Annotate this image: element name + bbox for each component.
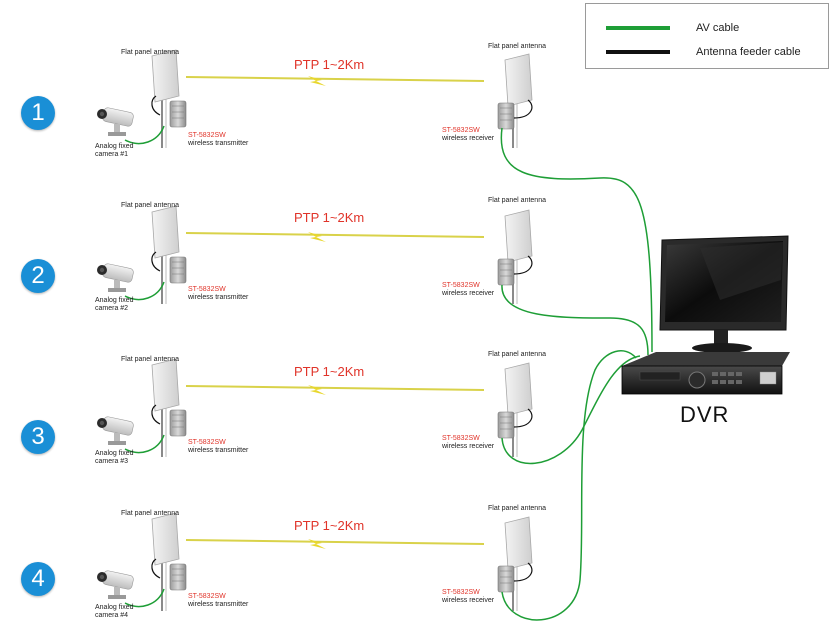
link-2-camera-av-cable [124, 281, 165, 301]
feeder-cable-swatch [606, 50, 670, 54]
link-1-rx-role: wireless receiver [442, 135, 495, 142]
receiver-4-av-cable [501, 350, 637, 621]
dvr-unit-icon [621, 352, 790, 395]
link-4-rx-antenna-label: Flat panel antenna [488, 505, 546, 512]
link-4-tx-antenna-label: Flat panel antenna [121, 510, 179, 517]
link-4-lightning-icon [308, 539, 326, 549]
link-3-drawing [96, 358, 533, 458]
link-4-transmitter-site [96, 512, 187, 612]
link-2-ptp-label: PTP 1~2Km [294, 210, 365, 225]
receiver-3-av-cable [501, 355, 641, 465]
link-2-transmitter-site [96, 205, 187, 305]
link-3-tx-role: wireless transmitter [188, 447, 249, 454]
link-2-number-badge: 2 [21, 259, 55, 293]
dvr-label: DVR [680, 402, 730, 427]
link-3-camera-label: Analog fixed camera #3 [95, 450, 134, 466]
link-2-rx-role: wireless receiver [442, 290, 495, 297]
link-3-wireless-beam [185, 385, 485, 391]
monitor-icon [659, 235, 789, 353]
receiver-1-av-cable [500, 127, 653, 353]
link-2-camera-label: Analog fixed camera #2 [95, 297, 134, 313]
link-3-tx-antenna-label: Flat panel antenna [121, 356, 179, 363]
link-1-tx-model: ST-5832SW [188, 132, 226, 139]
link-2-tx-role: wireless transmitter [188, 294, 249, 301]
link-1-tx-role: wireless transmitter [188, 140, 249, 147]
link-2-rx-model: ST-5832SW [442, 282, 480, 289]
link-2-tx-antenna-label: Flat panel antenna [121, 202, 179, 209]
link-1-lightning-icon [308, 76, 326, 86]
link-3-tx-model: ST-5832SW [188, 439, 226, 446]
link-2-tx-model: ST-5832SW [188, 286, 226, 293]
link-4-wireless-beam [185, 539, 485, 545]
link-2-rx-antenna-label: Flat panel antenna [488, 197, 546, 204]
link-4-camera-av-cable [124, 588, 165, 608]
link-1-tx-antenna-label: Flat panel antenna [121, 49, 179, 56]
link-4-camera-line1: Analog fixed [95, 604, 134, 611]
link-4-number-badge: 4 [21, 562, 55, 596]
link-3-rx-antenna-label: Flat panel antenna [488, 351, 546, 358]
link-3-lightning-icon [308, 385, 326, 395]
link-2-receiver-site [497, 209, 533, 305]
link-4-ptp-label: PTP 1~2Km [294, 518, 365, 533]
link-3-number-badge: 3 [21, 420, 55, 454]
av-cable-swatch [606, 26, 670, 30]
link-1-camera-av-cable [124, 125, 165, 145]
link-3-camera-av-cable [124, 434, 165, 454]
link-1-transmitter-site [96, 49, 187, 149]
receiver-2-av-cable [501, 284, 649, 356]
link-1-receiver-site [497, 53, 533, 149]
link-1-ptp-label: PTP 1~2Km [294, 57, 365, 72]
link-3-rx-model: ST-5832SW [442, 435, 480, 442]
link-4-camera-label: Analog fixed camera #4 [95, 604, 134, 620]
link-1-wireless-beam [185, 76, 485, 82]
link-1-drawing [96, 49, 533, 149]
link-3-ptp-label: PTP 1~2Km [294, 364, 365, 379]
link-3-camera-line2: camera #3 [95, 458, 129, 465]
link-1-camera-label: Analog fixed camera #1 [95, 143, 134, 159]
legend: AV cable Antenna feeder cable [585, 3, 829, 69]
feeder-cable-legend-label: Antenna feeder cable [696, 46, 801, 58]
link-4-rx-model: ST-5832SW [442, 589, 480, 596]
link-4-rx-role: wireless receiver [442, 597, 495, 604]
link-2-wireless-beam [185, 232, 485, 238]
link-3-camera-line1: Analog fixed [95, 450, 134, 457]
link-3-transmitter-site [96, 358, 187, 458]
link-1-camera-line1: Analog fixed [95, 143, 134, 150]
link-2-lightning-icon [308, 232, 326, 242]
link-4-camera-line2: camera #4 [95, 612, 129, 619]
link-1-rx-model: ST-5832SW [442, 127, 480, 134]
link-1-camera-line2: camera #1 [95, 151, 129, 158]
link-2-drawing [96, 205, 533, 305]
link-1-number-badge: 1 [21, 96, 55, 130]
link-3-rx-role: wireless receiver [442, 443, 495, 450]
link-2-camera-line1: Analog fixed [95, 297, 134, 304]
link-4-tx-role: wireless transmitter [188, 601, 249, 608]
link-4-drawing [96, 512, 533, 612]
link-1-rx-antenna-label: Flat panel antenna [488, 43, 546, 50]
link-2-camera-line2: camera #2 [95, 305, 129, 312]
av-cable-legend-label: AV cable [696, 22, 740, 34]
link-4-tx-model: ST-5832SW [188, 593, 226, 600]
